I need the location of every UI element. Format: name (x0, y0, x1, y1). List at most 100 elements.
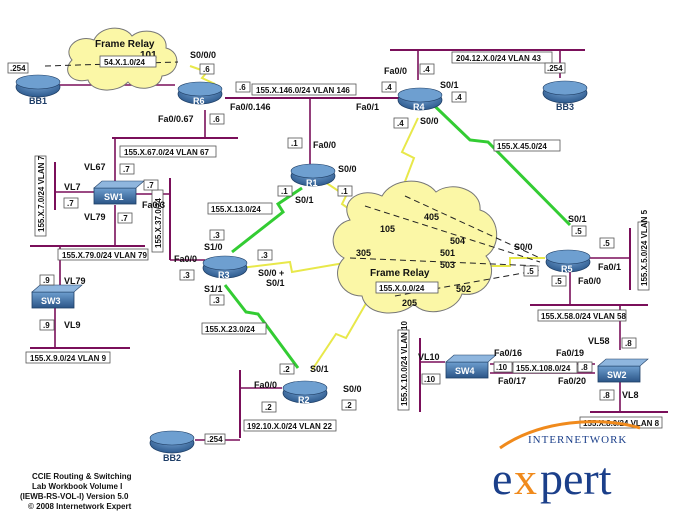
host-r6-bottom: .6 (213, 115, 220, 124)
if-r2-s01: S0/1 (310, 364, 329, 374)
host-box (451, 91, 467, 103)
footer-line3: (IEWB-RS-VOL-I) Version 5.0 (20, 492, 129, 501)
switch-sw1[interactable]: SW1 (93, 180, 145, 205)
router-r2[interactable]: R2 (282, 380, 328, 405)
host-sw4-left: .10 (424, 375, 436, 384)
switch-top (93, 180, 145, 189)
host-box (7, 62, 29, 74)
if-sw4-fa017: Fa0/17 (498, 376, 526, 386)
if-r3-s11: S1/1 (204, 284, 223, 294)
host-box (551, 275, 567, 287)
host-box (209, 294, 225, 306)
switch-sw2[interactable]: SW2 (597, 358, 649, 383)
subnet-s23: 155.X.23.0/24 (205, 325, 255, 334)
subnet-vlan9: 155.X.9.0/24 VLAN 9 (30, 354, 107, 363)
host-box (39, 274, 55, 286)
subnet-s45-box (493, 139, 561, 152)
device-label-r5: R5 (561, 264, 573, 274)
host-r5-top: .5 (575, 227, 582, 236)
footer-line1: CCIE Routing & Switching (32, 472, 132, 481)
subnet-s23-box (201, 322, 267, 335)
serial-r3-r2 (223, 284, 300, 369)
router-top (15, 74, 61, 90)
router-top (542, 80, 588, 96)
subnet-vlan58: 155.X.58.0/24 VLAN 58 (541, 312, 626, 321)
host-box (381, 81, 397, 93)
logo-pert: pert (540, 453, 612, 504)
device-label-sw1: SW1 (104, 192, 124, 202)
if-r1-s00: S0/0 (338, 164, 357, 174)
router-top (177, 81, 223, 97)
router-bb1[interactable]: BB1 (15, 74, 61, 106)
host-box (599, 237, 615, 249)
host-box (277, 185, 293, 197)
if-r3-s01: S0/1 (266, 278, 285, 288)
device-label-r2: R2 (298, 395, 310, 405)
router-r3[interactable]: R3 (202, 255, 248, 280)
subnet-s13-box (207, 202, 273, 215)
device-label-bb1: BB1 (29, 96, 47, 106)
pvc-105-501 (364, 205, 541, 263)
device-label-sw3: SW3 (41, 296, 61, 306)
if-r3-fa00: Fa0/0 (174, 254, 197, 264)
if-r1-fa00: Fa0/0 (313, 140, 336, 150)
if-sw2-fa019: Fa0/19 (556, 348, 584, 358)
if-sw3-vl9: VL9 (64, 320, 81, 330)
host-box (209, 229, 225, 241)
host-box (287, 137, 303, 149)
if-r5-fa01: Fa0/1 (598, 262, 621, 272)
switch-sw3[interactable]: SW3 (31, 284, 83, 309)
host-box (119, 163, 135, 175)
dlci-105: 105 (380, 224, 395, 234)
host-r3-top: .3 (213, 231, 220, 240)
pvc-405-504 (404, 195, 541, 259)
host-bb2-254: .254 (207, 435, 223, 444)
host-box (421, 373, 441, 385)
router-r1[interactable]: R1 (290, 163, 336, 188)
logo-swoosh (499, 420, 641, 450)
subnet-vlan37: 155.X.37.0/24 (154, 198, 163, 248)
subnet-s13: 155.X.13.0/24 (211, 205, 261, 214)
dlci-503: 503 (440, 260, 455, 270)
host-r4-top: .4 (423, 65, 430, 74)
if-r1-s01: S0/1 (295, 195, 314, 205)
host-sw1-top: .7 (123, 165, 130, 174)
router-r5[interactable]: R5 (545, 249, 591, 274)
device-label-r6: R6 (193, 96, 205, 106)
if-r5-s01: S0/1 (568, 214, 587, 224)
host-box (279, 363, 295, 375)
host-r1-right: .1 (341, 187, 348, 196)
fr-link-r2 (311, 299, 369, 371)
cloud-top-label: Frame Relay (95, 39, 155, 50)
dlci-305: 305 (356, 248, 371, 258)
host-box (393, 117, 409, 129)
host-box (204, 433, 226, 445)
host-box (39, 319, 55, 331)
if-r5-s00: S0/0 (514, 242, 533, 252)
if-sw1-vl67: VL67 (84, 162, 106, 172)
router-bb2[interactable]: BB2 (149, 430, 195, 463)
interface-labels: S0/0/0 Fa0/0.146 Fa0/0.67 Fa0/0 S0/1 Fa0… (64, 50, 639, 400)
if-sw4-fa016: Fa0/16 (494, 348, 522, 358)
host-r6-left: .6 (239, 83, 246, 92)
if-r4-fa01: Fa0/1 (356, 102, 379, 112)
host-box (199, 63, 215, 75)
router-r6[interactable]: R6 (177, 81, 223, 106)
host-sw4-right: .10 (496, 363, 508, 372)
host-sw2-bottom: .8 (603, 391, 610, 400)
switch-sw4[interactable]: SW4 (445, 354, 497, 379)
subnet-vlan43-box (451, 51, 553, 64)
if-sw1-fa03: Fa0/3 (142, 200, 165, 210)
router-r4[interactable]: R4 (397, 87, 443, 112)
if-r3-s00: S0/0 + (258, 268, 284, 278)
cloud-center-shape (332, 180, 498, 314)
dlci-502: 502 (456, 284, 471, 294)
host-r4-bottom: .4 (397, 119, 404, 128)
subnet-vlan22: 192.10.X.0/24 VLAN 22 (247, 422, 332, 431)
switches: SW1 SW3 SW4 SW2 (31, 180, 649, 383)
router-top (149, 430, 195, 446)
subnet-vlan5-box (637, 221, 650, 291)
router-bb3[interactable]: BB3 (542, 80, 588, 112)
subnet-vlan67: 155.X.67.0/24 VLAN 67 (124, 148, 209, 157)
